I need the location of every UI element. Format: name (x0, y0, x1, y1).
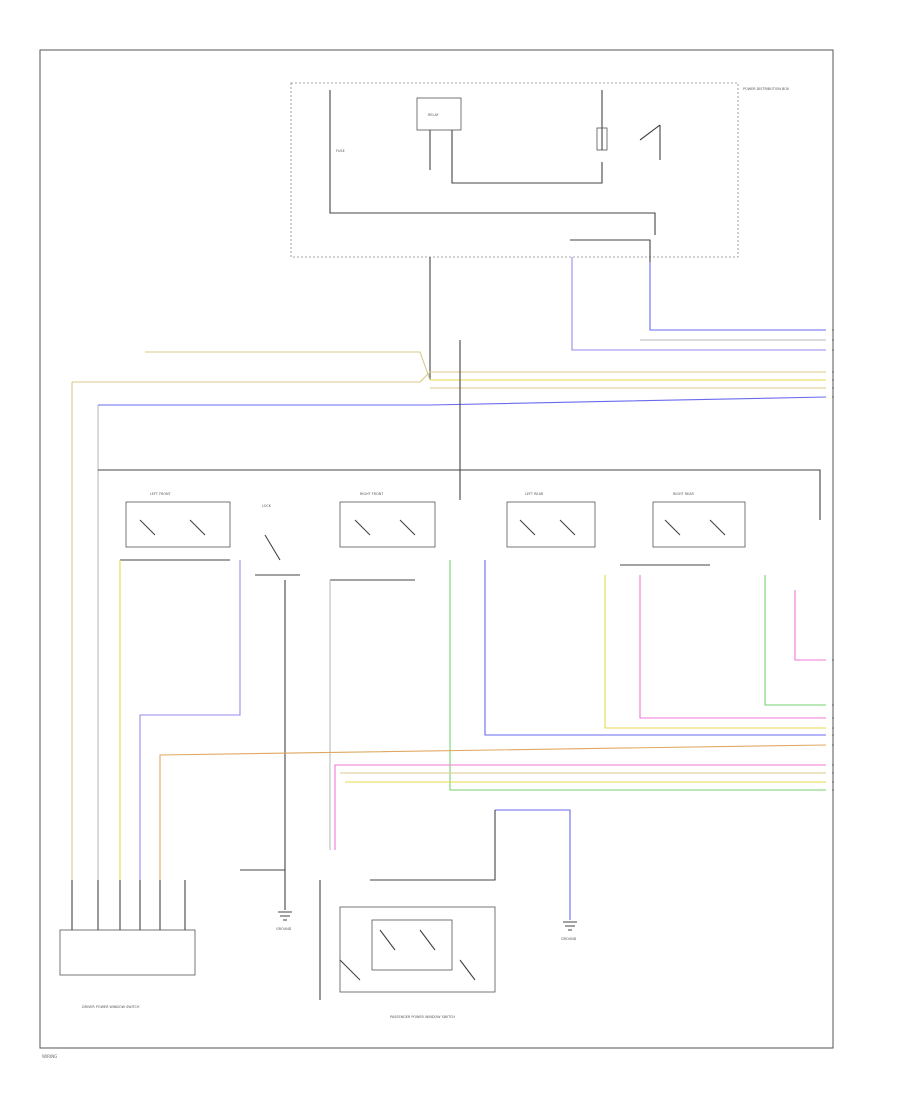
relay-label: RELAY (428, 113, 440, 117)
svg-text:PASSENGER POWER WINDOW SWITCH: PASSENGER POWER WINDOW SWITCH (390, 1015, 455, 1019)
svg-text:LEFT REAR: LEFT REAR (525, 492, 544, 496)
right-rear-switch: RIGHT REAR (620, 492, 746, 566)
relay-box (416, 97, 462, 131)
tan-harness-wire-2 (72, 371, 826, 383)
rf-green-wire (449, 560, 826, 791)
module-output-wire (570, 239, 651, 262)
footer-label: WIRING (42, 1054, 57, 1059)
rr-green-wire (764, 575, 826, 706)
svg-text:DRIVER POWER WINDOW SWITCH: DRIVER POWER WINDOW SWITCH (82, 1005, 140, 1009)
power-distribution-box-label: POWER DISTRIBUTION BOX (743, 87, 790, 91)
circuit-breaker (596, 127, 608, 151)
diagram-border (39, 49, 834, 1049)
switch-bus-wire (98, 469, 821, 520)
power-distribution-box-outline (290, 82, 739, 258)
ground-symbol-left: GROUND (276, 911, 292, 931)
blue-harness-wire (98, 396, 827, 406)
blue-feed-wire (649, 262, 826, 331)
lr-blue-wire (484, 560, 826, 736)
left-front-switch: LEFT FRONT (120, 492, 231, 561)
svg-text:LOCK: LOCK (262, 504, 272, 508)
right-edge-connector-pins (832, 329, 834, 791)
driver-window-switch: DRIVER POWER WINDOW SWITCH (59, 880, 196, 1009)
svg-text:LEFT FRONT: LEFT FRONT (150, 492, 172, 496)
passenger-black-wire (370, 810, 496, 881)
relay-wiring (429, 130, 603, 184)
breaker-switch (639, 124, 661, 160)
rr-pink-wire (639, 575, 826, 719)
rr-pink-wire-2 (794, 590, 826, 661)
ground-symbol-right: GROUND (561, 921, 577, 941)
svg-text:GROUND: GROUND (276, 927, 292, 931)
svg-text:RIGHT REAR: RIGHT REAR (673, 492, 694, 496)
tan-harness-wire (145, 351, 431, 381)
left-rear-switch: LEFT REAR (506, 492, 596, 548)
lf-blue-wire (139, 560, 241, 880)
top-bus-wire (329, 90, 656, 235)
svg-text:GROUND: GROUND (561, 937, 577, 941)
fuse-label: FUSE (336, 149, 345, 153)
passenger-blue-wire (495, 809, 571, 920)
lock-black-wire (240, 580, 286, 871)
violet-feed-wire (571, 257, 826, 351)
passenger-window-switch: PASSENGER POWER WINDOW SWITCH (319, 880, 496, 1019)
lock-switch: LOCK (255, 504, 300, 576)
svg-text:RIGHT FRONT: RIGHT FRONT (360, 492, 384, 496)
lr-yellow-wire (604, 575, 826, 729)
right-front-switch: RIGHT FRONT (330, 492, 436, 581)
pink-harness-wire (334, 764, 826, 850)
orange-harness-wire (159, 744, 827, 880)
